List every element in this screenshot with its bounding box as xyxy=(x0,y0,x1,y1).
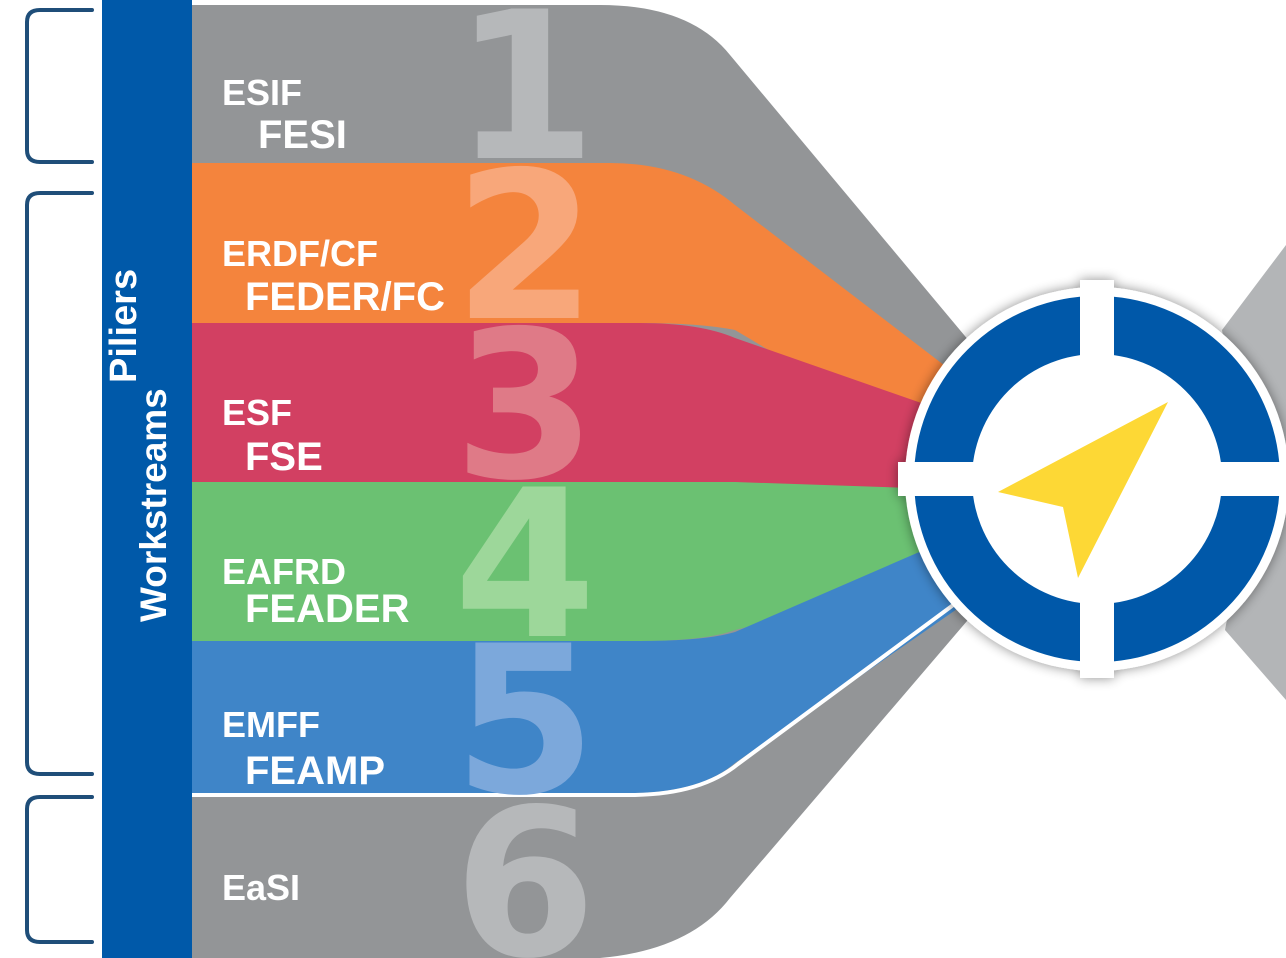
stream-5-label-en: EMFF xyxy=(222,704,320,745)
stream-2-band xyxy=(190,163,970,470)
stream-4-label-en: EAFRD xyxy=(222,551,346,592)
stream-1-label-fr: FESI xyxy=(258,113,347,157)
bracket-top xyxy=(25,8,94,164)
sidebar-bar xyxy=(102,0,192,958)
compass-gap-left xyxy=(898,462,994,496)
stream-4-number: 4 xyxy=(454,447,597,685)
stream-numbers: 1 2 3 4 5 6 xyxy=(454,0,597,958)
bracket-bottom xyxy=(25,795,94,944)
stream-3-label-fr: FSE xyxy=(245,435,323,479)
stream-labels: ESIF FESI ERDF/CF FEDER/FC ESF FSE EAFRD… xyxy=(222,72,445,908)
compass-arrow-icon xyxy=(998,402,1168,578)
stream-5-number: 5 xyxy=(454,603,597,841)
brackets xyxy=(25,8,94,944)
compass-gap-top xyxy=(1080,280,1114,376)
separator-line xyxy=(190,598,962,797)
stream-2-number: 2 xyxy=(454,129,597,367)
stream-4-band xyxy=(190,482,970,641)
bracket-middle xyxy=(25,191,94,776)
stream-4-label-fr: FEADER xyxy=(245,587,410,631)
stream-3-number: 3 xyxy=(454,288,597,526)
compass-gap-right xyxy=(1200,462,1286,496)
stream-6-label-en: EaSI xyxy=(222,867,300,908)
compass-gap-bottom xyxy=(1080,582,1114,678)
stream-1-label-en: ESIF xyxy=(222,72,302,113)
stream-3-band xyxy=(190,323,970,520)
sidebar-titles: Workstreams Piliers xyxy=(103,269,174,622)
stream-6-number: 6 xyxy=(454,766,597,958)
compass-icon xyxy=(898,280,1286,678)
stream-3-label-en: ESF xyxy=(222,392,292,433)
stream-2-label-fr: FEDER/FC xyxy=(245,275,445,319)
sidebar-title-fr: Piliers xyxy=(103,269,145,383)
stream-2-label-en: ERDF/CF xyxy=(222,233,378,274)
stream-5-band xyxy=(190,530,970,793)
sidebar-title-en: Workstreams xyxy=(133,388,174,622)
stream-5-label-fr: FEAMP xyxy=(245,749,385,793)
stream-1-number: 1 xyxy=(454,0,597,207)
